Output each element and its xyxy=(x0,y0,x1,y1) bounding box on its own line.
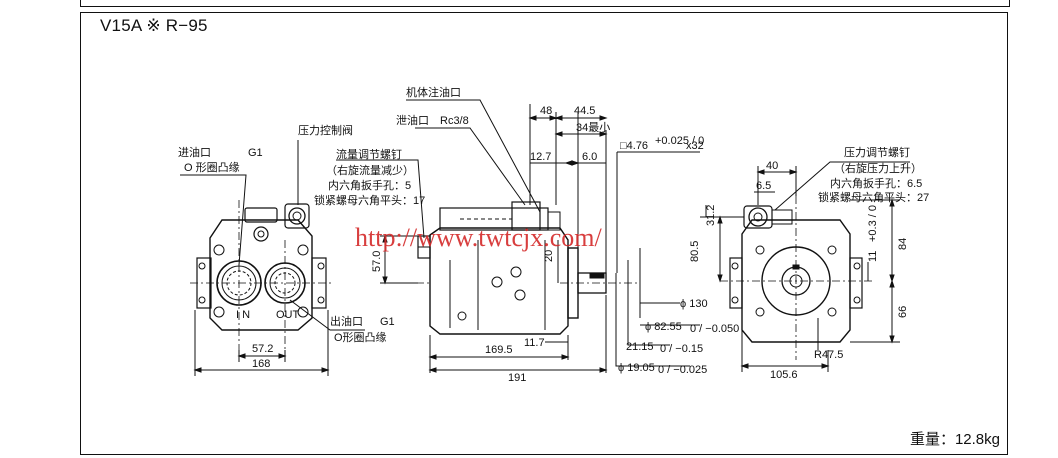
dim-191: 191 xyxy=(508,372,526,384)
dim-phi130: ϕ 130 xyxy=(680,298,708,310)
pressure-screw-nut: 锁紧螺母六角平头：27 xyxy=(818,190,929,204)
dim-80-5: 80.5 xyxy=(689,241,701,262)
dim-6-0: 6.0 xyxy=(582,151,597,163)
outlet-note: O形圈凸缘 xyxy=(334,331,387,344)
top-border xyxy=(80,0,1010,7)
inlet-note: O 形圈凸缘 xyxy=(184,161,240,174)
middle-view xyxy=(336,99,700,373)
flow-screw-nut: 锁紧螺母六角平头：17 xyxy=(314,193,425,207)
fill-port-label: 机体注油口 xyxy=(406,85,461,99)
pressure-screw-hex: 内六角扳手孔：6.5 xyxy=(830,176,922,190)
dim-48: 48 xyxy=(540,105,552,117)
dim-20: 20 xyxy=(543,250,555,262)
dim-21-tol: 0 / −0.15 xyxy=(660,343,703,355)
watermark-url: http://www.twtcjx.com/ xyxy=(355,223,603,252)
port-out-label: OUT xyxy=(276,309,300,321)
dim-31-2: 31.2 xyxy=(705,205,717,226)
inlet-spec: G1 xyxy=(248,147,263,159)
dim-12-7: 12.7 xyxy=(530,151,551,163)
dim-11: 11 xyxy=(867,251,879,262)
dim-169-5: 169.5 xyxy=(485,344,513,356)
drain-spec: Rc3/8 xyxy=(440,115,469,127)
pressure-screw-label: 压力调节螺钉 xyxy=(844,146,910,159)
flow-screw-label: 流量调节螺钉 xyxy=(336,147,402,161)
dim-phi82-tol: 0 / −0.050 xyxy=(690,323,739,335)
outlet-label: 出油口 xyxy=(330,314,363,328)
dim-34: 34最小 xyxy=(576,121,610,134)
dim-key-tol: +0.025 / 0 xyxy=(655,135,704,147)
dim-key-len: x32 xyxy=(686,140,704,152)
drawing-frame xyxy=(80,12,1008,455)
dim-key: □4.76 xyxy=(620,140,648,152)
right-view xyxy=(700,161,910,372)
drain-label: 泄油口 xyxy=(396,113,429,127)
dim-11-7: 11.7 xyxy=(524,337,545,349)
dim-84: 84 xyxy=(897,238,909,250)
dim-phi82: ϕ 82.55 xyxy=(645,321,682,333)
flow-screw-hex: 内六角扳手孔：5 xyxy=(328,178,411,192)
dim-40: 40 xyxy=(766,160,778,172)
weight-label: 重量：12.8kg xyxy=(909,431,1000,448)
inlet-label: 进油口 xyxy=(178,145,211,159)
left-view xyxy=(180,140,365,376)
dim-width: 168 xyxy=(252,358,270,370)
dim-66: 66 xyxy=(897,306,909,318)
dim-phi19: ϕ 19.05 xyxy=(618,362,655,374)
dim-port-spacing: 57.2 xyxy=(252,343,273,355)
port-in-label: I N xyxy=(236,309,250,321)
outlet-spec: G1 xyxy=(380,316,395,328)
dim-phi19-tol: 0 / −0.025 xyxy=(658,364,707,376)
dim-44-5: 44.5 xyxy=(574,105,595,117)
dim-105-6: 105.6 xyxy=(770,369,798,381)
dim-57: 57.0 xyxy=(371,251,383,272)
dim-21: 21.15 xyxy=(626,341,654,353)
dim-r47-5: R47.5 xyxy=(814,349,843,361)
flow-screw-note: （右旋流量减少） xyxy=(326,163,414,177)
model-title: V15A ※ R−95 xyxy=(100,16,208,35)
pressure-screw-note: （右旋压力上升） xyxy=(834,161,922,175)
dim-6-5: 6.5 xyxy=(756,180,771,192)
pressure-valve-label: 压力控制阀 xyxy=(298,123,353,137)
dim-11-tol: +0.3 / 0 xyxy=(867,205,879,242)
